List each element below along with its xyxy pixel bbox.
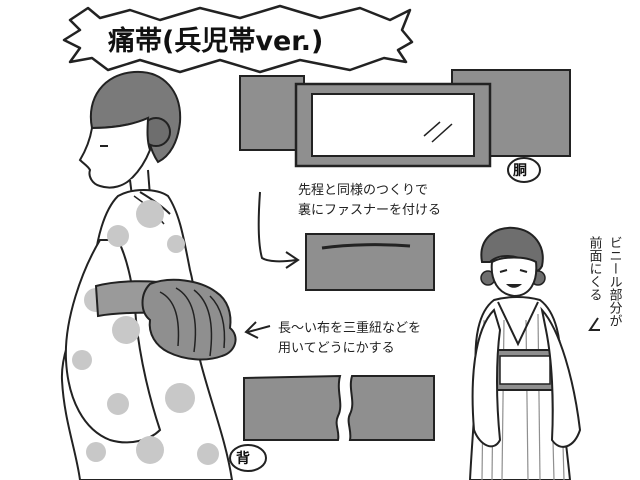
tie-note-line-2: 用いてどうにかする — [278, 341, 395, 356]
kimono-dot — [86, 442, 106, 462]
vinyl-note-arrow — [588, 317, 600, 331]
front-figure-eye-right — [519, 269, 528, 273]
back-cloth-diagram: 背 — [229, 374, 435, 472]
zipper-note-line-1: 先程と同様のつくりで — [298, 183, 428, 198]
zipper-note-arrow — [257, 191, 297, 263]
front-figure-obi-vinyl — [499, 355, 551, 385]
tie-note-arrowhead — [244, 321, 259, 339]
kimono-dot — [167, 235, 185, 253]
vinyl-note: ビニール部分が 前面にくる — [587, 235, 623, 331]
front-figure-eye-left — [499, 269, 508, 273]
vinyl-note-column-1: ビニール部分が — [607, 236, 623, 327]
back-badge-bg — [229, 444, 267, 472]
front-view-figure — [468, 226, 582, 480]
side-view-figure — [60, 70, 237, 480]
page-title: 痛帯(兵児帯ver.) — [108, 25, 323, 57]
vinyl-glare — [423, 121, 453, 143]
back-cloth-right — [347, 375, 435, 441]
zipper-note-arrowhead — [285, 251, 300, 269]
tie-note-arrow — [247, 325, 271, 333]
front-figure-collar — [497, 301, 539, 347]
kimono-dot — [72, 350, 92, 370]
side-figure-dots — [72, 200, 219, 465]
kimono-dot — [107, 393, 129, 415]
zipper-note-line-2: 裏にファスナーを付ける — [298, 203, 441, 218]
torso-panel-diagram: 胴 — [239, 69, 571, 183]
front-figure-face — [490, 256, 538, 298]
side-figure-obi-folds — [159, 287, 226, 357]
front-figure-sleeve-right — [540, 306, 582, 448]
kimono-dot — [165, 383, 195, 413]
kimono-dot — [107, 225, 129, 247]
kimono-dot — [136, 436, 164, 464]
side-figure-face — [78, 116, 152, 189]
title-burst: 痛帯(兵児帯ver.) — [62, 4, 414, 74]
tie-note-line-1: 長〜い布を三重紐などを — [278, 320, 421, 336]
torso-panel-left-flap — [239, 75, 305, 151]
front-figure-mouth — [506, 284, 522, 288]
title-burst-outline — [62, 4, 414, 74]
torso-badge: 胴 — [507, 157, 541, 183]
back-label: 背 — [236, 450, 250, 467]
zipper-back-panel-body — [305, 233, 435, 291]
back-badge: 背 — [229, 444, 267, 472]
kimono-dot — [112, 316, 140, 344]
back-cloth-left — [243, 374, 342, 441]
tie-note: 長〜い布を三重紐などを 用いてどうにかする — [244, 320, 421, 356]
zipper-back-panel — [305, 233, 435, 291]
side-figure-obi-bow — [141, 278, 237, 361]
kimono-dot — [197, 443, 219, 465]
zipper-line — [321, 243, 411, 250]
vinyl-note-column-2: 前面にくる — [587, 235, 603, 301]
torso-badge-bg — [507, 157, 541, 183]
kimono-dot — [136, 200, 164, 228]
zipper-note: 先程と同様のつくりで 裏にファスナーを付ける — [257, 183, 441, 269]
torso-label: 胴 — [513, 163, 527, 179]
front-figure-sleeve-left — [471, 308, 502, 448]
vinyl-window — [311, 93, 475, 157]
